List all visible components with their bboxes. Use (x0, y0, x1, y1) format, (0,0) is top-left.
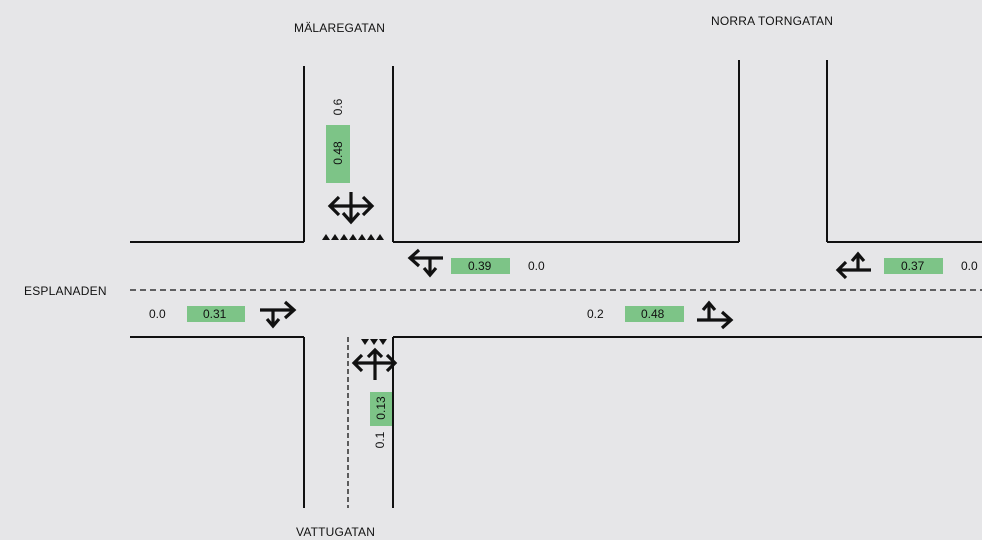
lane-arrow-icon (407, 248, 443, 278)
bar-label-malaregatan: 0.48 (331, 141, 345, 165)
street-label-vattugatan: VATTUGATAN (296, 525, 376, 539)
outer-value-vattugatan: 0.1 (373, 431, 387, 449)
outer-value-west: 0.0 (149, 307, 166, 321)
bar-label-vattugatan: 0.13 (374, 396, 388, 420)
road-edges (130, 60, 982, 508)
bar-label-east-through: 0.48 (641, 307, 665, 321)
bar-torngatan-inbound: 0.37 (884, 258, 943, 274)
bar-label-east-inbound: 0.39 (468, 259, 492, 273)
outer-value-torngatan-inbound: 0.0 (961, 259, 978, 273)
outer-value-east-through: 0.2 (587, 307, 604, 321)
lane-arrow-icon (697, 300, 734, 330)
lane-arrow-icon (260, 300, 297, 329)
crosswalk-north (322, 234, 384, 240)
bar-east-through: 0.48 (625, 306, 684, 322)
bar-label-west: 0.31 (203, 307, 227, 321)
bar-label-torngatan-inbound: 0.37 (901, 259, 925, 273)
street-label-malaregatan: MÄLAREGATAN (294, 21, 386, 35)
outer-value-east-inbound: 0.0 (528, 259, 545, 273)
crosswalk-south (361, 339, 387, 345)
bar-malaregatan: 0.48 (326, 125, 350, 183)
bar-west: 0.31 (187, 306, 245, 322)
lane-arrow-icon (351, 347, 398, 380)
bar-east-inbound: 0.39 (451, 258, 510, 274)
street-label-esplanaden: ESPLANADEN (24, 284, 107, 298)
street-label-norra-torngatan: NORRA TORNGATAN (711, 14, 834, 28)
bar-vattugatan: 0.13 (370, 392, 392, 426)
outer-value-malaregatan: 0.6 (331, 98, 345, 116)
lane-arrow-icon (327, 192, 375, 225)
lane-arrow-icon (835, 251, 871, 280)
